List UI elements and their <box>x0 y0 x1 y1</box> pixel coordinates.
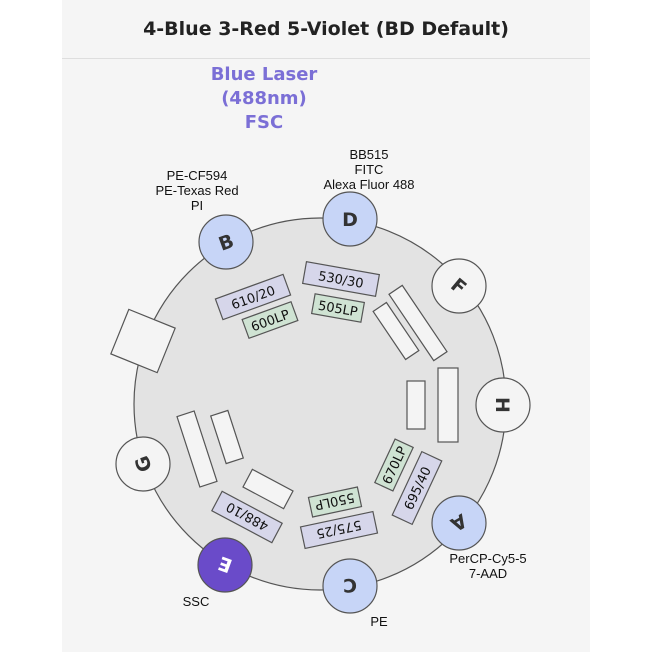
laser-wavelength: (488nm) <box>221 88 307 109</box>
detector-c[interactable]: C <box>322 558 378 614</box>
title-bar: 4-Blue 3-Red 5-Violet (BD Default) <box>62 0 590 59</box>
mirror-f-outer <box>388 284 448 362</box>
filter-530-30: 530/30 <box>301 261 381 297</box>
label-detector-e: SSC <box>166 594 226 609</box>
configuration-title: 4-Blue 3-Red 5-Violet (BD Default) <box>143 18 509 40</box>
label-d-line1: BB515 <box>349 147 389 162</box>
detector-c-letter: C <box>343 574 357 596</box>
mirror-e-inner <box>242 468 294 510</box>
detector-f[interactable]: F <box>431 258 487 314</box>
laser-name: Blue Laser <box>210 64 318 85</box>
label-d-line2: FITC <box>354 162 384 177</box>
mirror-f-inner <box>372 301 420 361</box>
label-detector-d: BB515 FITC Alexa Fluor 488 <box>309 147 429 192</box>
mirror-h-inner <box>406 380 426 430</box>
laser-fsc: FSC <box>244 112 284 133</box>
filter-550lp: 550LP <box>307 486 363 518</box>
detector-b[interactable]: B <box>198 214 254 270</box>
label-detector-c: PE <box>349 614 409 629</box>
filter-505lp-text: 505LP <box>317 299 359 321</box>
label-detector-a: PerCP-Cy5-5 7-AAD <box>428 551 548 581</box>
detector-g-letter: G <box>131 453 157 475</box>
label-b-line1: PE-CF594 <box>166 168 228 183</box>
label-c-line1: PE <box>370 614 388 629</box>
label-detector-b: PE-CF594 PE-Texas Red PI <box>137 168 257 213</box>
detector-h-letter: H <box>491 397 513 413</box>
detector-a[interactable]: A <box>431 495 487 551</box>
mirror-g-inner <box>209 409 245 465</box>
detector-e[interactable]: E <box>197 537 253 593</box>
filter-505lp: 505LP <box>310 293 366 323</box>
label-b-line3: PI <box>190 198 204 213</box>
detector-h[interactable]: H <box>475 377 531 433</box>
label-b-line2: PE-Texas Red <box>155 183 239 198</box>
label-e-line1: SSC <box>182 594 210 609</box>
label-a-line1: PerCP-Cy5-5 <box>449 551 527 566</box>
label-d-line3: Alexa Fluor 488 <box>323 177 415 192</box>
detector-d-letter: D <box>342 209 358 231</box>
detector-g[interactable]: G <box>115 436 171 492</box>
detector-b-letter: B <box>216 230 237 256</box>
mirror-g-outer <box>176 410 218 488</box>
detector-d[interactable]: D <box>322 191 378 247</box>
label-a-line2: 7-AAD <box>468 566 508 581</box>
mirror-h-outer <box>437 367 459 443</box>
fsc-block <box>110 308 176 374</box>
